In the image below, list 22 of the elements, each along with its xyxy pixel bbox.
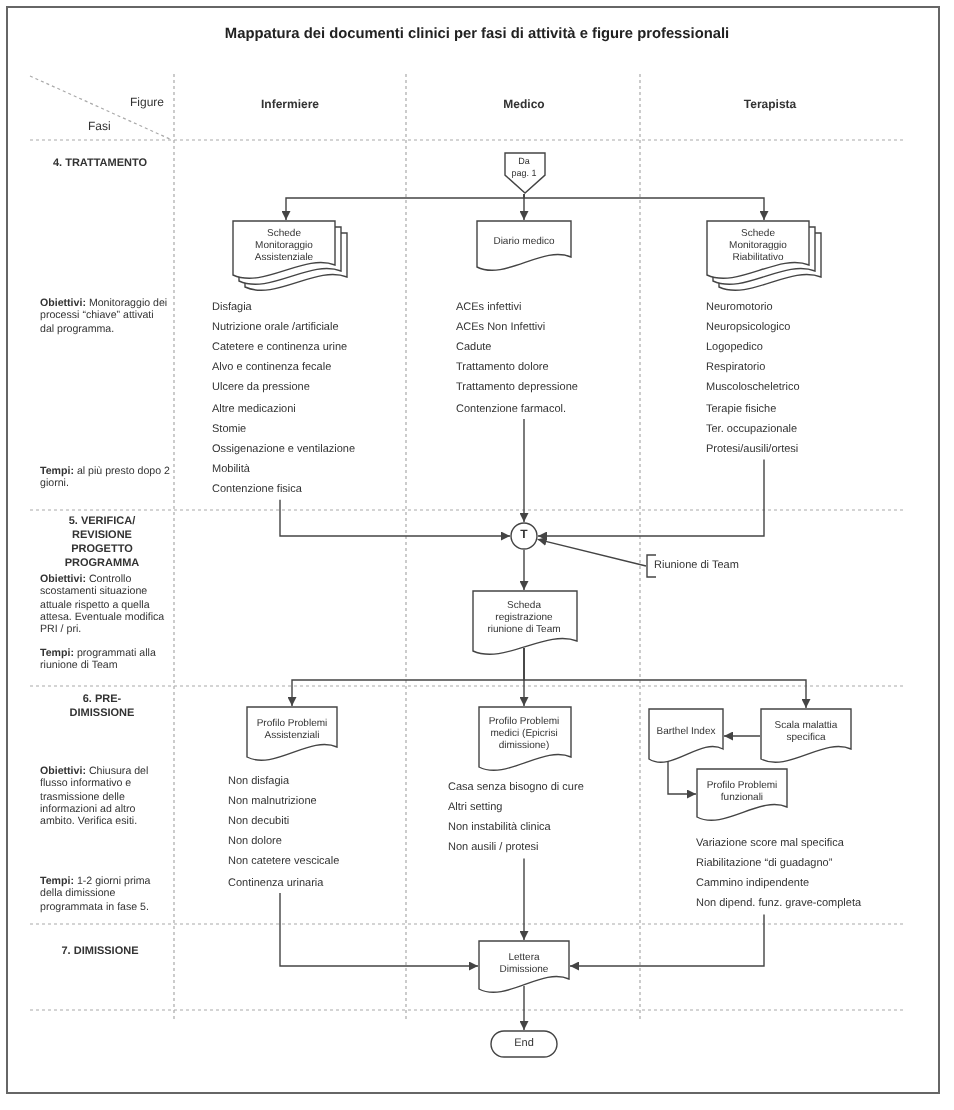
connector-arrow (536, 537, 647, 567)
connector-arrow (723, 731, 761, 741)
connector-arrow (519, 193, 529, 221)
terminator-shape (490, 1030, 558, 1058)
connector-arrow (569, 913, 765, 971)
connector-arrow (523, 647, 811, 709)
connector-arrow (519, 985, 529, 1031)
document-shape (648, 708, 724, 764)
connector-arrow (281, 193, 525, 221)
connector-arrow (519, 857, 529, 941)
junction-circle (510, 522, 538, 550)
document-shape (471, 590, 577, 656)
connector-arrow (519, 549, 529, 591)
document-shape (760, 708, 852, 764)
connector-arrow (523, 193, 769, 221)
offpage-connector (503, 152, 545, 194)
connector-arrow (279, 499, 511, 541)
connector-arrow (519, 418, 529, 523)
connector-arrow (279, 892, 479, 971)
document-shape (478, 940, 570, 994)
connector-arrow (537, 458, 765, 541)
connector-arrow (667, 759, 697, 799)
